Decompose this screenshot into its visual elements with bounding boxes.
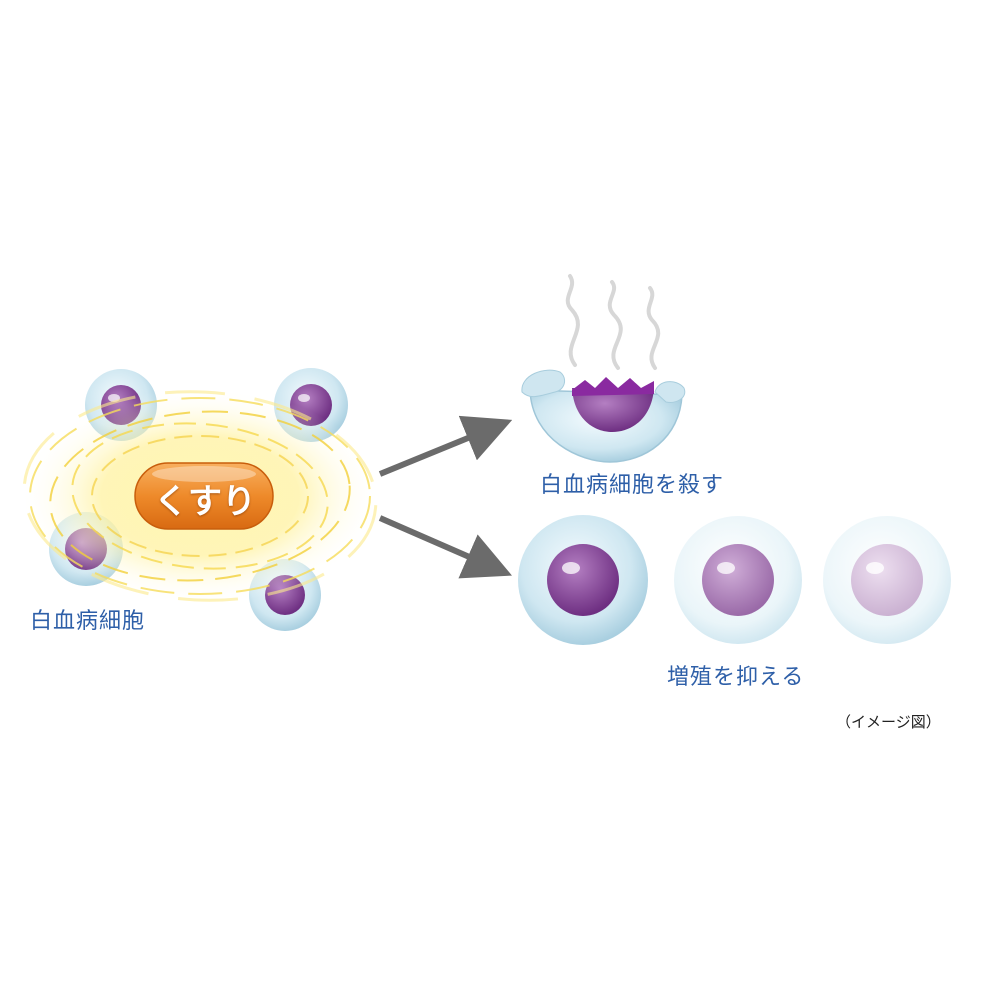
- steam-icon: [565, 274, 661, 370]
- suppressed-cell-1: [518, 515, 648, 645]
- image-note: （イメージ図）: [836, 713, 941, 731]
- drug-pill: [134, 462, 274, 530]
- arrow-to-suppress: [378, 515, 512, 579]
- arrow-to-kill: [378, 415, 513, 477]
- source-cells-label: 白血病細胞: [30, 609, 146, 634]
- kill-label: 白血病細胞を殺す: [540, 473, 725, 498]
- suppressed-cell-3: [823, 516, 951, 644]
- suppress-label: 増殖を抑える: [667, 665, 805, 690]
- suppressed-cell-2: [674, 516, 802, 644]
- destroyed-cell: [521, 369, 686, 463]
- drug-label: くすり: [154, 482, 256, 522]
